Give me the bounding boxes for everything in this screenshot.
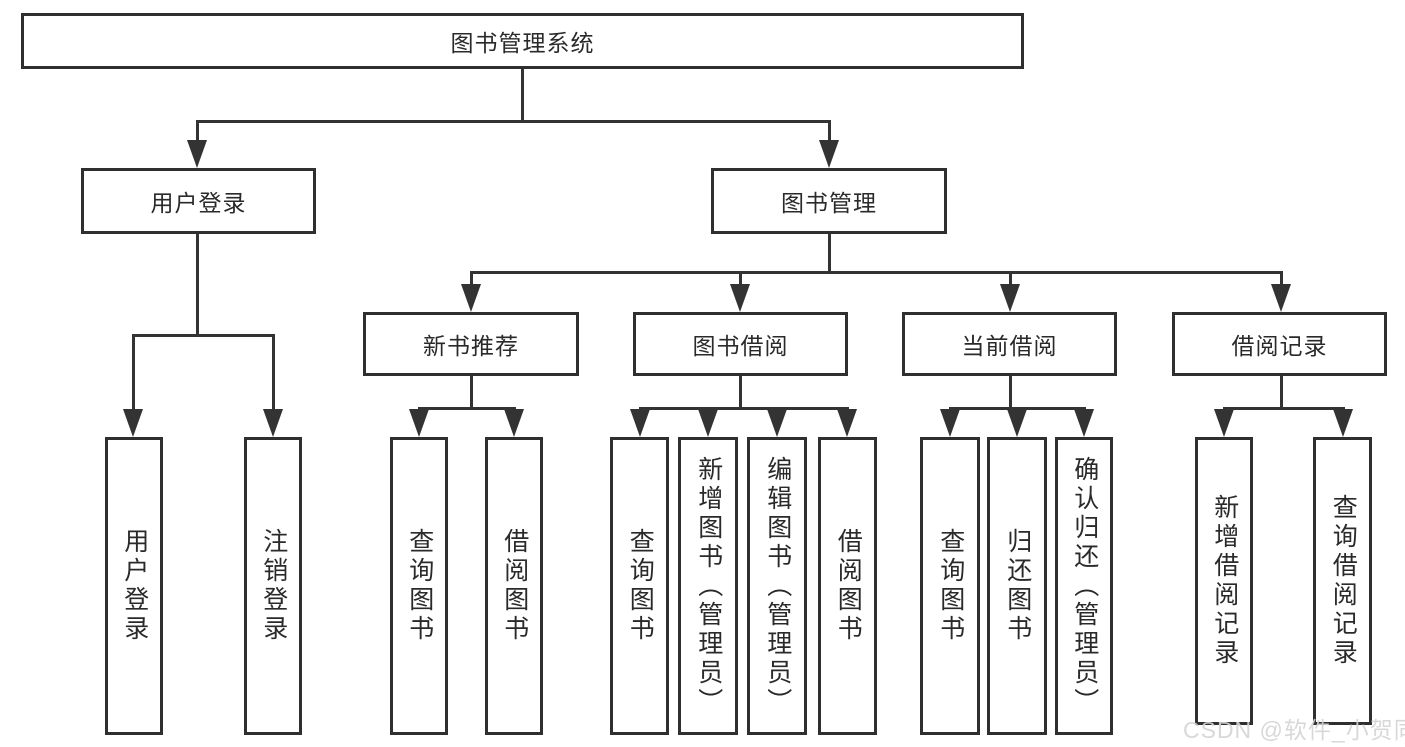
connector-line <box>828 234 831 274</box>
node-book-borrowing: 图书借阅 <box>633 312 848 376</box>
leaf-label: 借阅图书 <box>834 528 863 644</box>
connector-line <box>1280 271 1283 287</box>
node-current-borrowing: 当前借阅 <box>902 312 1117 376</box>
leaf-query-borrow-record: 查询借阅记录 <box>1313 437 1372 725</box>
connector-arrowhead <box>1271 284 1291 312</box>
node-label: 借阅记录 <box>1231 333 1328 359</box>
connector-arrowhead <box>461 284 481 312</box>
connector-line <box>949 407 1086 410</box>
connector-arrowhead <box>730 284 750 312</box>
leaf-label: 借阅图书 <box>500 528 529 644</box>
connector-line <box>1223 407 1345 410</box>
connector-arrowhead <box>630 409 650 437</box>
connector-line <box>1009 376 1012 410</box>
connector-line <box>196 120 831 123</box>
connector-arrowhead <box>409 409 429 437</box>
leaf-label: 新增图书（管理员） <box>694 455 723 717</box>
node-label: 图书借阅 <box>692 333 789 359</box>
connector-arrowhead <box>187 140 207 168</box>
leaf-label: 归还图书 <box>1003 528 1032 644</box>
node-label: 新书推荐 <box>423 333 519 359</box>
connector-line <box>196 234 199 337</box>
node-label: 图书管理 <box>781 190 877 216</box>
leaf-label: 用户登录 <box>120 528 149 644</box>
connector-line <box>196 120 199 144</box>
connector-line <box>1009 271 1012 287</box>
leaf-confirm-return-admin: 确认归还（管理员） <box>1055 437 1113 735</box>
connector-line <box>521 69 524 123</box>
leaf-label: 编辑图书（管理员） <box>763 455 792 717</box>
leaf-logout: 注销登录 <box>244 437 302 735</box>
node-user-login: 用户登录 <box>81 168 316 234</box>
connector-line <box>470 376 473 410</box>
connector-line <box>470 271 473 287</box>
connector-line <box>132 334 135 412</box>
connector-line <box>739 376 742 410</box>
connector-line <box>1280 376 1283 410</box>
node-label: 用户登录 <box>150 190 247 216</box>
leaf-borrow-books-recommend: 借阅图书 <box>485 437 543 735</box>
connector-arrowhead <box>1007 409 1027 437</box>
connector-arrowhead <box>837 409 857 437</box>
connector-line <box>828 120 831 144</box>
leaf-label: 确认归还（管理员） <box>1070 455 1099 717</box>
leaf-label: 查询图书 <box>936 528 965 644</box>
node-label: 图书管理系统 <box>450 30 595 56</box>
connector-line <box>418 407 516 410</box>
connector-arrowhead <box>1333 409 1353 437</box>
leaf-query-books-borrow: 查询图书 <box>610 437 669 735</box>
connector-arrowhead <box>819 140 839 168</box>
connector-line <box>272 334 275 412</box>
connector-line <box>132 334 275 337</box>
leaf-add-borrow-record: 新增借阅记录 <box>1195 437 1253 725</box>
connector-line <box>739 271 742 287</box>
connector-arrowhead <box>263 409 283 437</box>
leaf-label: 查询图书 <box>626 528 655 644</box>
watermark: CSDN @软件_小贺同学 <box>1183 717 1405 743</box>
leaf-label: 查询借阅记录 <box>1329 494 1358 668</box>
leaf-return-books: 归还图书 <box>987 437 1047 735</box>
node-book-management: 图书管理 <box>711 168 947 234</box>
leaf-query-books-current: 查询图书 <box>920 437 980 735</box>
leaf-user-login: 用户登录 <box>105 437 163 735</box>
leaf-borrow-books: 借阅图书 <box>818 437 877 735</box>
leaf-label: 注销登录 <box>259 528 288 644</box>
connector-arrowhead <box>1000 284 1020 312</box>
connector-line <box>639 407 849 410</box>
connector-arrowhead <box>504 409 524 437</box>
connector-arrowhead <box>767 409 787 437</box>
connector-arrowhead <box>123 409 143 437</box>
connector-arrowhead <box>940 409 960 437</box>
node-system-root: 图书管理系统 <box>21 13 1024 69</box>
node-new-book-recommendation: 新书推荐 <box>363 312 579 376</box>
leaf-edit-book-admin: 编辑图书（管理员） <box>747 437 807 735</box>
connector-line <box>470 271 1283 274</box>
leaf-query-books-recommend: 查询图书 <box>390 437 448 735</box>
leaf-add-book-admin: 新增图书（管理员） <box>678 437 738 735</box>
leaf-label: 新增借阅记录 <box>1210 494 1239 668</box>
connector-arrowhead <box>698 409 718 437</box>
connector-arrowhead <box>1074 409 1094 437</box>
connector-arrowhead <box>1214 409 1234 437</box>
node-label: 当前借阅 <box>961 333 1058 359</box>
node-borrowing-records: 借阅记录 <box>1172 312 1387 376</box>
leaf-label: 查询图书 <box>405 528 434 644</box>
